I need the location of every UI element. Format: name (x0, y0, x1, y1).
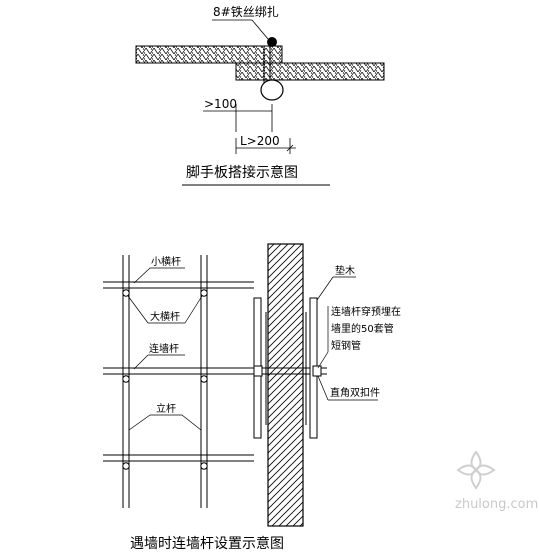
support-tube (260, 79, 284, 101)
leader-wood-pad (316, 276, 334, 301)
watermark-logo (456, 450, 496, 490)
wire-leader (251, 19, 269, 40)
label-coupler: 直角双扣件 (330, 386, 380, 399)
ledger-bar-1 (103, 281, 254, 289)
ledger-bar-3 (103, 454, 254, 462)
leader-big-bar (184, 295, 203, 324)
dim-overlap-label: >100 (204, 97, 237, 111)
label-embed-line3: 短钢管 (331, 339, 361, 352)
label-small-bar: 小横杆 (151, 255, 181, 268)
label-embed-line2: 墙里的50套管 (331, 322, 394, 335)
bottom-caption: 遇墙时连墙杆设置示意图 (130, 535, 284, 552)
label-post: 立杆 (156, 402, 176, 415)
left-plank (135, 45, 283, 64)
tube-section (122, 462, 130, 470)
tube-section (122, 289, 130, 297)
top-caption: 脚手板搭接示意图 (186, 164, 298, 181)
leader-post (181, 414, 202, 431)
coupler (253, 365, 263, 377)
dim-length-label: L>200 (240, 134, 280, 148)
coupler (312, 365, 322, 377)
leader-small-bar (133, 267, 151, 284)
leader-big-bar (127, 295, 149, 324)
tube-section (200, 289, 208, 297)
dim-slash (286, 144, 294, 152)
tube-section (200, 462, 208, 470)
label-big-bar: 大横杆 (150, 310, 180, 323)
watermark-text: zhulong.com (455, 497, 538, 512)
label-wall-bar: 连墙杆 (149, 342, 179, 355)
wire-knot (267, 37, 277, 47)
tube-section (200, 375, 208, 383)
leader-post (128, 414, 151, 431)
wall (267, 243, 304, 527)
leader-wall-bar (133, 354, 149, 370)
wire-label: 8#铁丝绑扎 (213, 5, 279, 19)
leader-embed (317, 351, 329, 369)
label-embed-line1: 连墙杆穿预埋在 (331, 305, 401, 318)
plank-lap-figure: 8#铁丝绑扎 >100 L>200 脚手板搭接示意图 (135, 5, 385, 186)
wall-tie-figure: 小横杆 大横杆 连墙杆 立杆 垫木 连墙杆穿预埋在 墙里的50套管 短钢管 直角… (103, 243, 401, 552)
label-wood-pad: 垫木 (335, 264, 355, 277)
right-plank (235, 62, 385, 81)
tube-section (122, 375, 130, 383)
watermark: zhulong.com (455, 450, 538, 512)
leader-coupler (317, 375, 329, 401)
